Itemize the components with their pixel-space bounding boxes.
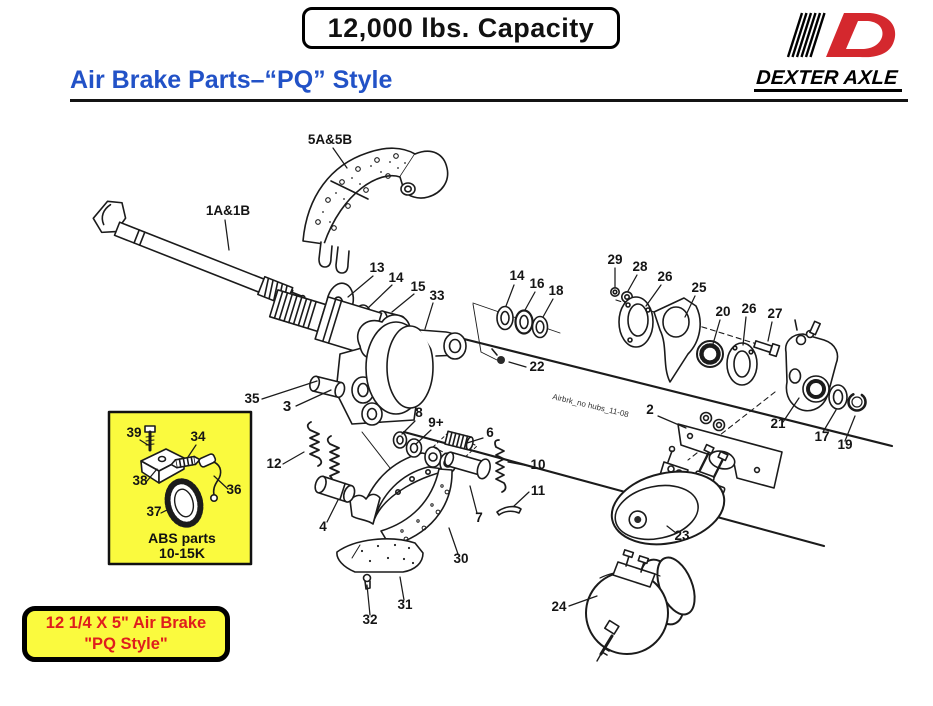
part-label-22: 22 <box>529 359 544 374</box>
part-label-20: 20 <box>715 304 730 319</box>
part-label-33: 33 <box>429 288 445 303</box>
part-label-31: 31 <box>397 597 413 612</box>
air-chamber-drawing <box>585 549 696 662</box>
abs-box-caption-line2: 10-15K <box>159 545 205 561</box>
part-label-34: 34 <box>190 429 206 444</box>
capacity-badge: 12,000 lbs. Capacity <box>302 7 620 49</box>
part-label-28: 28 <box>632 259 648 274</box>
part-label-25: 25 <box>691 280 707 295</box>
slack-adjuster-drawing <box>784 319 867 412</box>
camshaft-bracket-stack-drawing <box>609 286 781 386</box>
part-label-39: 39 <box>126 425 141 440</box>
part-label-15: 15 <box>410 279 426 294</box>
part-label-24: 24 <box>551 599 567 614</box>
part-label-10: 10 <box>530 457 545 472</box>
part-label-2: 2 <box>646 402 654 417</box>
part-label-5a5b: 5A&5B <box>308 132 353 147</box>
shoe-hardware-drawing <box>306 421 522 516</box>
part-label-14-right: 14 <box>509 268 525 283</box>
part-label-12: 12 <box>266 456 281 471</box>
part-label-7: 7 <box>475 510 483 525</box>
part-label-23: 23 <box>674 528 690 543</box>
part-label-32: 32 <box>362 612 377 627</box>
part-label-26-upper: 26 <box>657 269 673 284</box>
part-label-18: 18 <box>548 283 564 298</box>
part-label-27: 27 <box>767 306 782 321</box>
part-label-8: 8 <box>415 405 423 420</box>
part-label-37: 37 <box>146 504 161 519</box>
part-label-29: 29 <box>607 252 622 267</box>
part-label-6: 6 <box>486 425 494 440</box>
axle-tube-drawing: Airbrk_no hubs_11-08 <box>402 334 894 548</box>
brake-shoe-lower-drawing <box>336 446 457 590</box>
style-callout-line2: "PQ Style" <box>84 635 168 653</box>
part-label-36: 36 <box>226 482 242 497</box>
part-leader-lines <box>139 147 856 616</box>
part-label-14-left: 14 <box>388 270 404 285</box>
part-label-35: 35 <box>244 391 260 406</box>
part-label-21: 21 <box>770 416 786 431</box>
part-label-30: 30 <box>453 551 468 566</box>
brake-shoe-upper-drawing <box>302 147 449 274</box>
part-label-4: 4 <box>319 519 327 534</box>
part-label-9: 9+ <box>428 415 444 430</box>
camshaft-drawing <box>92 200 306 308</box>
logo-hatch-lines <box>786 12 826 58</box>
abs-box-caption-line1: ABS parts <box>148 530 216 546</box>
page-title: Air Brake Parts–“PQ” Style <box>70 66 393 94</box>
style-callout: 12 1/4 X 5" Air Brake "PQ Style" <box>22 606 230 662</box>
seal-stack-drawing <box>472 302 561 364</box>
brake-chamber-drawing <box>610 443 729 546</box>
part-label-26-lower: 26 <box>741 301 757 316</box>
style-callout-line1: 12 1/4 X 5" Air Brake <box>45 614 207 633</box>
part-label-13: 13 <box>369 260 385 275</box>
axle-center-assembly-drawing <box>268 289 467 500</box>
part-label-1a1b: 1A&1B <box>206 203 251 218</box>
part-labels: 5A&5B 1A&1B 13 14 15 33 14 16 18 29 28 2… <box>126 132 852 627</box>
part-label-11: 11 <box>531 483 546 498</box>
brand-underline <box>754 89 902 92</box>
part-label-16: 16 <box>529 276 545 291</box>
logo-d-icon <box>826 13 896 58</box>
part-label-19: 19 <box>837 437 852 452</box>
part-label-3: 3 <box>283 398 291 415</box>
dexter-axle-logo <box>786 12 896 58</box>
part-label-17: 17 <box>814 429 829 444</box>
title-rule <box>70 99 908 102</box>
part-label-38: 38 <box>132 473 148 488</box>
